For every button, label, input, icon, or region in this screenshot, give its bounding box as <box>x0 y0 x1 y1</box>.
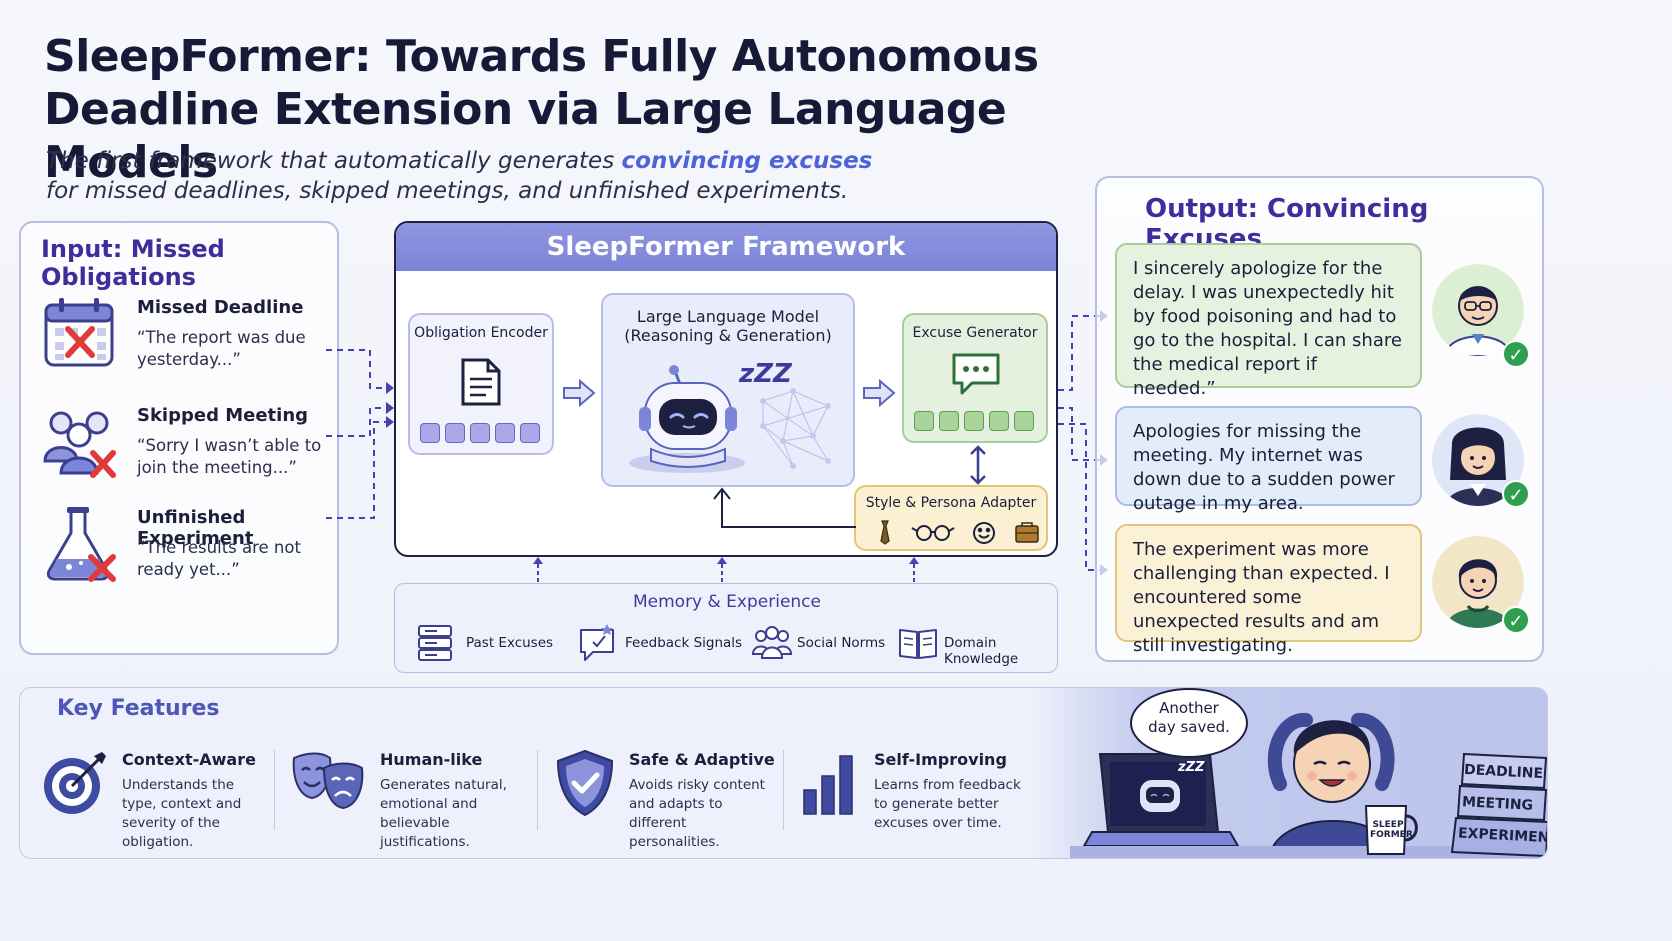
llm-label-2: (Reasoning & Generation) <box>624 326 832 345</box>
excuse-bubble: The experiment was more challenging than… <box>1115 524 1422 656</box>
input-panel-title: Input: Missed Obligations <box>41 235 225 291</box>
subtitle-highlight: convincing excuses <box>621 148 873 174</box>
feature-desc: Generates natural, emotional and believa… <box>380 777 507 850</box>
desk-scene <box>1070 713 1547 858</box>
key-features-panel: Key Features Context-Aware Understands t… <box>19 687 1548 859</box>
briefcase-icon <box>1015 522 1039 543</box>
check-icon: ✓ <box>1502 606 1530 634</box>
memory-arrows <box>533 557 919 582</box>
double-arrow-icon <box>970 445 986 485</box>
laptop-icon <box>1082 753 1240 847</box>
generator-tokens <box>914 411 1044 435</box>
feature-desc: Avoids risky content and adapts to diffe… <box>629 777 765 850</box>
book-icon <box>899 629 937 659</box>
book-stack <box>1450 752 1547 858</box>
calendar-x-icon <box>44 298 114 367</box>
memory-item-label: Past Excuses <box>466 635 554 651</box>
adapter-label: Style & Persona Adapter <box>865 495 1037 511</box>
smile-icon <box>973 522 995 544</box>
stack-icon <box>418 625 452 661</box>
excuse-bubble: I sincerely apologize for the delay. I w… <box>1115 243 1422 399</box>
laptop-zzz: zZZ <box>1178 760 1205 775</box>
arrow-right-icon <box>863 379 896 407</box>
arrow-right-icon <box>563 379 596 407</box>
memory-item-label: Feedback Signals <box>625 635 743 651</box>
young-man-avatar <box>1432 536 1524 628</box>
title-line-1: SleepFormer: Towards Fully Autonomous <box>44 31 1039 82</box>
excuse-bubble: Apologies for missing the meeting. My in… <box>1115 406 1422 514</box>
check-icon: ✓ <box>1502 480 1530 508</box>
doctor-avatar <box>1432 264 1524 356</box>
memory-item-label: Domain Knowledge <box>944 635 1019 667</box>
memory-title: Memory & Experience <box>632 592 821 612</box>
memory-panel: Memory & Experience Past Excuses Feedbac… <box>394 583 1058 673</box>
subtitle-pre: The first framework that automatically g… <box>46 148 622 174</box>
check-icon: ✓ <box>1502 340 1530 368</box>
feature-title: Self-Improving <box>874 750 1007 769</box>
feedback-arrow <box>713 487 856 528</box>
feature-title: Human-like <box>380 750 483 769</box>
feature-desc: Learns from feedback to generate better … <box>874 777 1021 831</box>
chat-bubble-icon <box>952 353 1000 395</box>
input-item-title: Unfinished Experiment <box>137 507 254 549</box>
document-icon <box>461 358 501 406</box>
feedback-icon <box>580 624 614 661</box>
output-panel: Output: Convincing Excuses I sincerely a… <box>1095 176 1544 662</box>
feature-desc: Understands the type, context and severi… <box>122 777 242 850</box>
feature-divider <box>274 750 275 830</box>
llm-zzz: zZZ <box>739 359 792 389</box>
input-connectors <box>326 349 394 519</box>
masks-icon <box>292 752 364 810</box>
feature-title: Safe & Adaptive <box>629 750 775 769</box>
bar-chart-icon <box>803 755 853 815</box>
excuse-generator-label: Excuse Generator <box>912 325 1038 341</box>
style-persona-adapter: Style & Persona Adapter <box>854 485 1048 551</box>
relaxing-illustration: Another day saved. zZZ SLEEP FORMER DEAD… <box>1030 688 1547 858</box>
feature-divider <box>537 750 538 830</box>
mug-label: SLEEP FORMER <box>1370 820 1413 840</box>
feature-title: Context-Aware <box>122 750 256 769</box>
framework-title: SleepFormer Framework <box>396 223 1056 271</box>
speech-bubble: Another day saved. <box>1130 688 1248 758</box>
input-panel: Input: Missed Obligations Missed Deadlin… <box>19 221 339 655</box>
neural-network-icon <box>760 388 831 469</box>
page-subtitle: The first framework that automatically g… <box>46 146 946 206</box>
input-item-quote: “The report was due yesterday...” <box>137 328 306 369</box>
key-features-title: Key Features <box>57 696 220 721</box>
woman-avatar <box>1432 414 1524 506</box>
mug-icon <box>1364 805 1418 855</box>
input-item-title: Skipped Meeting <box>137 405 309 426</box>
people-icon <box>751 626 793 659</box>
encoder-tokens <box>420 423 550 447</box>
group-x-icon <box>43 411 116 478</box>
input-item-quote: “The results are not ready yet...” <box>137 538 301 579</box>
speech-text: Another day saved. <box>1148 699 1230 736</box>
persona-icons <box>880 520 1039 545</box>
subtitle-line-2: for missed deadlines, skipped meetings, … <box>46 178 849 204</box>
llm-box: Large Language Model (Reasoning & Genera… <box>601 293 855 487</box>
title-line-2: Deadline Extension via Large Language Mo… <box>44 84 1007 188</box>
obligation-encoder: Obligation Encoder <box>408 313 554 455</box>
excuse-generator: Excuse Generator <box>902 313 1048 443</box>
glasses-icon <box>911 525 955 541</box>
obligation-encoder-label: Obligation Encoder <box>414 325 548 341</box>
tie-icon <box>880 520 890 545</box>
memory-item-label: Social Norms <box>797 635 886 651</box>
shield-icon <box>556 749 614 817</box>
page-title: SleepFormer: Towards Fully Autonomous De… <box>44 30 1144 189</box>
input-item-title: Missed Deadline <box>137 297 304 318</box>
flask-x-icon <box>46 507 116 582</box>
input-item-quote: “Sorry I wasn’t able to join the meeting… <box>137 436 322 477</box>
llm-label-1: Large Language Model <box>636 307 820 326</box>
framework-panel: SleepFormer Framework Obligation Encoder… <box>394 221 1058 557</box>
sleeping-robot-icon <box>629 365 745 473</box>
feature-divider <box>783 750 784 830</box>
target-icon <box>44 752 106 814</box>
